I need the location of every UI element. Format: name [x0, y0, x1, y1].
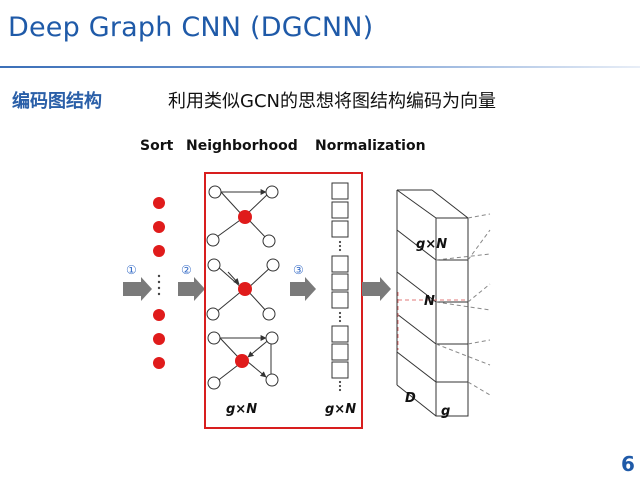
sorted-node: [153, 221, 165, 233]
vector-ellipsis: [338, 240, 342, 392]
neighborhood-size-label: g×N: [226, 402, 257, 417]
arrow-step-1: [123, 277, 152, 301]
title-divider: [0, 66, 640, 68]
section-label: 编码图结构: [12, 91, 102, 112]
block-dashed-links: [397, 292, 468, 350]
subgraph-3: [207, 331, 279, 390]
sorted-node: [153, 245, 165, 257]
slide-title: Deep Graph CNN (DGCNN): [8, 12, 374, 43]
tensor-block: [396, 189, 469, 417]
section-description: 利用类似GCN的思想将图结构编码为向量: [168, 91, 496, 112]
sorted-node: [153, 309, 165, 321]
sorted-nodes: [153, 197, 165, 369]
header-normalization: Normalization: [315, 138, 426, 154]
header-neighborhood: Neighborhood: [186, 138, 298, 154]
subgraph-2: [206, 258, 280, 321]
output-dashed-links: [435, 213, 491, 396]
normalized-vector: [331, 182, 349, 379]
arrow-step-2: [178, 277, 205, 301]
sorted-ellipsis: [157, 274, 161, 296]
vector-size-label: g×N: [325, 402, 356, 417]
arrow-step-3: [290, 277, 316, 301]
neighborhood-frame: [204, 172, 363, 429]
step-1-label: ①: [126, 263, 137, 277]
step-3-label: ③: [293, 263, 304, 277]
header-sort: Sort: [140, 138, 174, 154]
sorted-node: [153, 333, 165, 345]
page-number: 6: [621, 452, 635, 476]
subgraph-1: [206, 185, 279, 248]
block-top-label: g×N: [416, 237, 447, 252]
sorted-node: [153, 197, 165, 209]
block-depth-label: D: [405, 391, 416, 406]
block-mid-label: N: [424, 294, 435, 309]
sorted-node: [153, 357, 165, 369]
arrow-step-4: [362, 277, 391, 301]
step-2-label: ②: [181, 263, 192, 277]
block-width-label: g: [441, 404, 450, 419]
